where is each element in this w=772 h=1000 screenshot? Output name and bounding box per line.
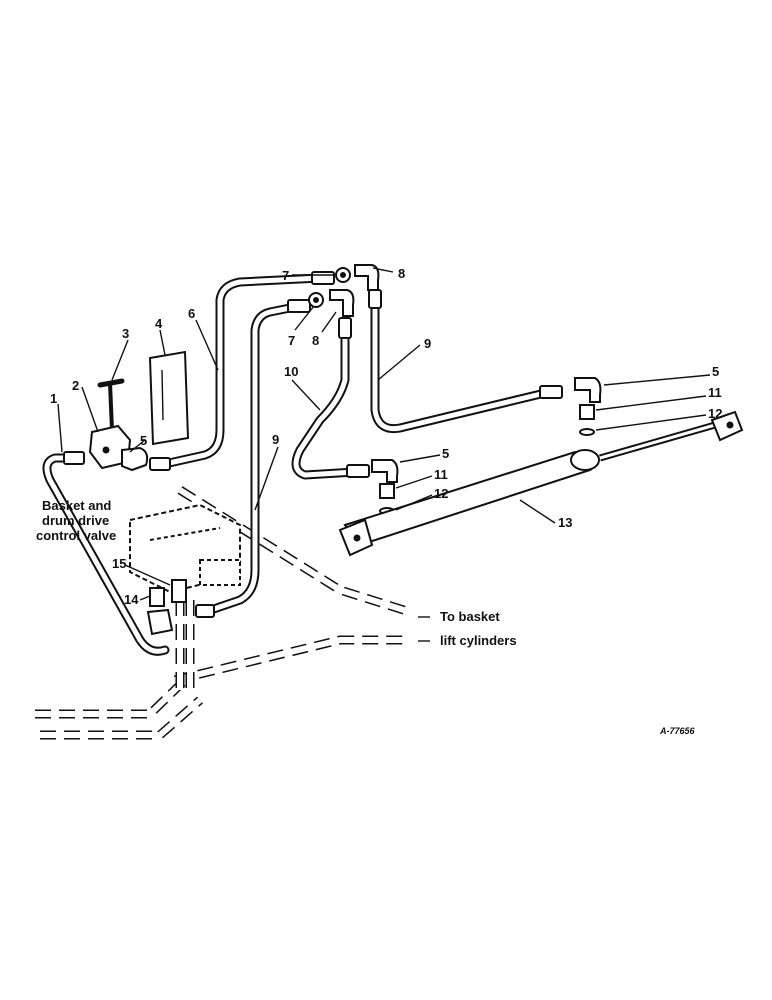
fitting-pipe10-top: [338, 317, 352, 339]
callout-9-upper: 9: [424, 336, 431, 351]
note-valve-line-3: control valve: [36, 528, 116, 543]
callout-12-right: 12: [708, 406, 722, 421]
callout-8-upper: 8: [398, 266, 405, 281]
fitting-pipe6-top: [311, 271, 335, 285]
nut-7-upper-bore: [340, 272, 346, 278]
callout-11-right: 11: [708, 385, 722, 400]
fitting-pipe9-upper-top: [368, 289, 382, 309]
pipe-10: [291, 325, 360, 480]
control-valve-assembly: [88, 350, 190, 472]
elbow-8-lower: [329, 289, 355, 317]
elbow-5-center: [371, 459, 399, 483]
nut-7-lower-bore: [313, 297, 319, 303]
rod-clevis-pin: [726, 421, 734, 429]
fitting-pipe9-top: [287, 299, 311, 313]
callout-12-center: 12: [434, 486, 448, 501]
note-valve-line-1: Basket and: [42, 498, 111, 513]
pipe-9-lower: [200, 301, 305, 617]
valve-port: [102, 446, 110, 454]
elbow-5-right: [574, 377, 602, 403]
note-lift-line-1: To basket: [440, 609, 500, 624]
pipe-9-upper: [370, 293, 550, 434]
note-lift-line-2: lift cylinders: [440, 633, 517, 648]
fitting-15: [171, 579, 187, 603]
cylinder-head: [570, 449, 600, 471]
lower-valve-fittings: [146, 579, 187, 636]
fitting-pipe6-bottom: [149, 457, 171, 471]
callout-7-lower: 7: [288, 333, 295, 348]
callout-15: 15: [112, 556, 126, 571]
fitting-pipe9-upper-end: [539, 385, 563, 399]
callout-5-right: 5: [712, 364, 719, 379]
callout-3: 3: [122, 326, 129, 341]
callout-6: 6: [188, 306, 195, 321]
mounting-plate-4: [148, 350, 190, 446]
callout-labels: 1 2 3 4 5 6 7 7 8 8 9 9 10 5 11 12 5 11 …: [50, 266, 722, 607]
callout-10: 10: [284, 364, 298, 379]
o-ring-12-right: [579, 428, 595, 436]
note-valve-line-2: drum drive: [42, 513, 109, 528]
fitting-14: [149, 587, 165, 607]
lift-cylinders-note: To basket lift cylinders: [440, 609, 517, 648]
handle-shaft-2: [108, 382, 114, 431]
adapter-11-right: [579, 404, 595, 420]
callout-8-lower: 8: [312, 333, 319, 348]
fitting-pipe1-top: [63, 451, 85, 465]
control-valve-note: Basket and drum drive control valve: [36, 498, 116, 543]
fitting-pipe9-bottom: [195, 604, 215, 618]
callout-5-valve: 5: [140, 433, 147, 448]
base-clevis-pin: [353, 534, 361, 542]
callout-5-center: 5: [442, 446, 449, 461]
callout-4: 4: [155, 316, 163, 331]
elbow-8-upper: [354, 264, 380, 291]
elbow-lower: [146, 608, 174, 636]
pipe-1: [42, 453, 170, 656]
pipe-6: [155, 273, 325, 470]
adapter-11-center: [379, 483, 395, 499]
callout-2: 2: [72, 378, 79, 393]
callout-7-upper: 7: [282, 268, 289, 283]
callout-14: 14: [124, 592, 139, 607]
elbow-5-valve: [121, 446, 149, 472]
hydraulic-cylinder-13: [338, 410, 744, 557]
callout-11-center: 11: [434, 467, 448, 482]
callout-9-lower: 9: [272, 432, 279, 447]
callout-13: 13: [558, 515, 572, 530]
plate-slot: [161, 369, 164, 421]
leader-lines: [57, 267, 711, 642]
drum-drive-control-valve-body: [129, 503, 241, 594]
cylinder-rod-highlight: [599, 423, 716, 460]
figure-id: A-77656: [659, 726, 696, 736]
fitting-pipe10-bottom: [346, 464, 370, 478]
callout-1: 1: [50, 391, 57, 406]
nuts-and-elbows: [308, 264, 380, 317]
